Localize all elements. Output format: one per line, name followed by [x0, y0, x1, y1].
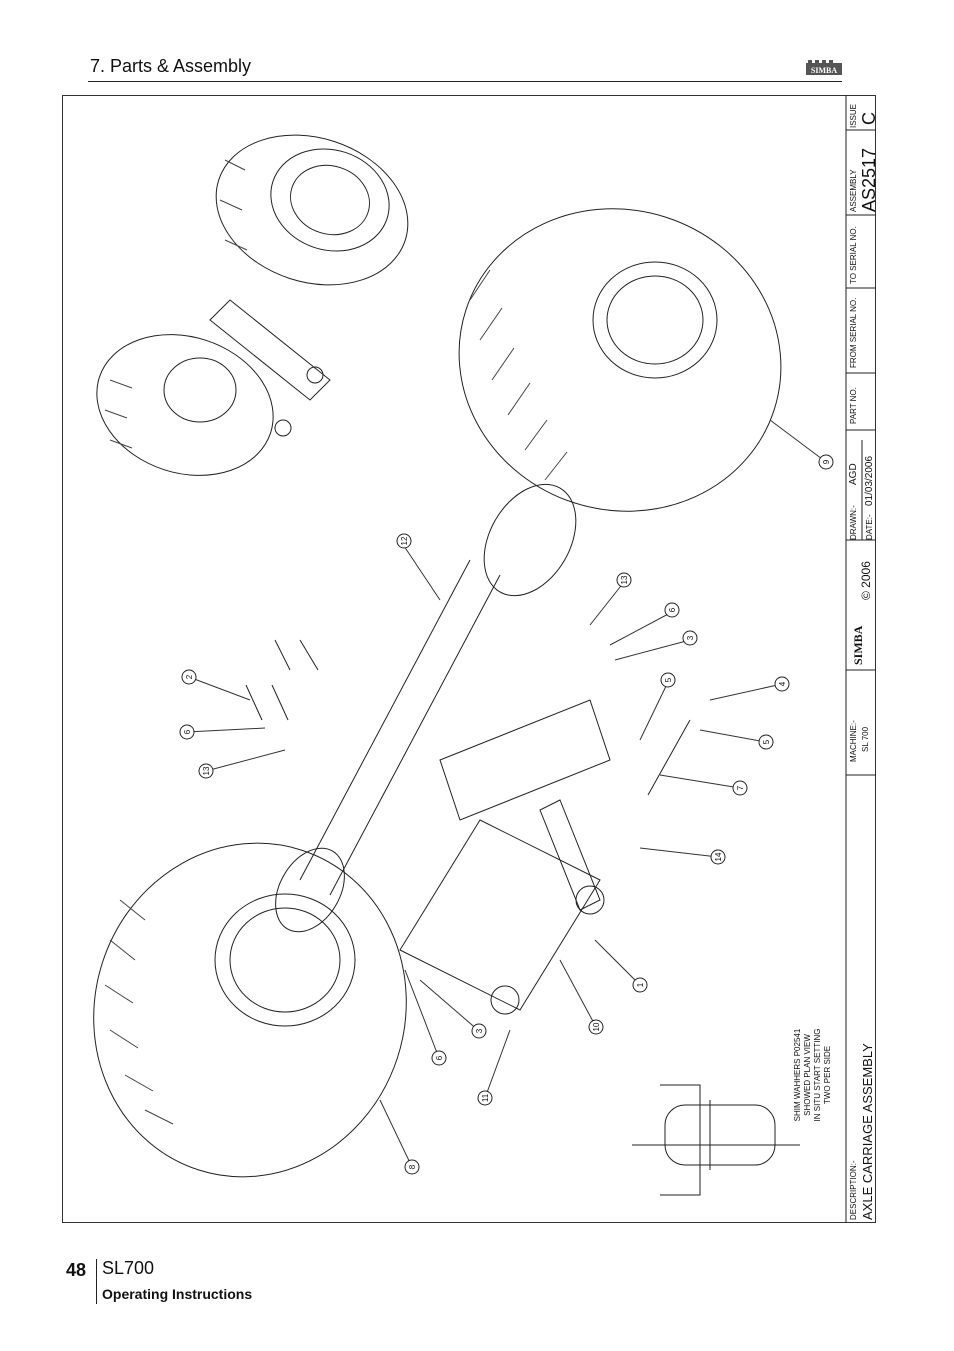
- header-rule: [88, 81, 842, 82]
- logo-text: SIMBA: [811, 66, 837, 75]
- copyright: © 2006: [859, 561, 873, 600]
- callout-11: 11: [481, 1093, 490, 1102]
- callout-12: 12: [400, 536, 409, 545]
- callout-6b: 6: [435, 1055, 444, 1060]
- callout-6: 6: [668, 607, 677, 612]
- description-label: DESCRIPTION:-: [849, 1160, 858, 1220]
- simba-logo: SIMBA: [806, 60, 842, 75]
- model-name: SL700: [102, 1258, 155, 1278]
- note-line-1: SHIM WAHHERS P02541: [793, 1028, 802, 1121]
- callout-circles: [179, 454, 834, 1175]
- callout-3b: 3: [475, 1028, 484, 1033]
- tread-pattern: [104, 159, 568, 1125]
- wheel-top: [215, 134, 409, 286]
- callout-6c: 6: [183, 729, 192, 734]
- callout-3: 3: [686, 635, 695, 640]
- callout-4: 4: [778, 681, 787, 686]
- footer-subtitle: Operating Instructions: [102, 1286, 253, 1302]
- leader-lines: [186, 419, 827, 1168]
- drawing-frame: [62, 95, 876, 1223]
- note-line-2: SHOWED PLAN VIEW: [803, 1034, 812, 1116]
- date-label: DATE:-: [865, 514, 874, 540]
- title-block-text: ISSUE C ASSEMBLY AS2517 TO SERIAL NO. FR…: [848, 104, 879, 1220]
- callout-9: 9: [822, 459, 831, 464]
- callout-1: 1: [636, 982, 645, 987]
- wheel-upper-left: [96, 334, 274, 476]
- callout-14: 14: [714, 852, 723, 861]
- description-value: AXLE CARRIAGE ASSEMBLY: [860, 1043, 875, 1220]
- note-line-4: TWO PER SIDE: [823, 1046, 832, 1104]
- plan-view-inset: [632, 1084, 800, 1196]
- title-logo: SIMBA: [851, 625, 865, 665]
- machine-value: SL 700: [861, 726, 870, 752]
- drawn-label: DRAWN:-: [849, 505, 858, 540]
- callout-13: 13: [620, 575, 629, 584]
- callout-5: 5: [664, 677, 673, 682]
- assembly-label: ASSEMBLY: [849, 169, 858, 212]
- to-serial-label: TO SERIAL NO.: [849, 226, 858, 284]
- chassis-frame: [399, 699, 611, 1015]
- callout-13b: 13: [202, 766, 211, 775]
- assembly-value: AS2517: [859, 148, 879, 212]
- callout-5b: 5: [762, 739, 771, 744]
- note-line-3: IN SITU START SETTING: [813, 1029, 822, 1122]
- bolts: [245, 639, 691, 796]
- from-serial-label: FROM SERIAL NO.: [849, 298, 858, 368]
- part-no-label: PART NO.: [849, 387, 858, 424]
- callout-2: 2: [185, 674, 194, 679]
- shim-note: SHIM WAHHERS P02541 SHOWED PLAN VIEW IN …: [793, 1028, 832, 1121]
- page-number: 48: [66, 1260, 87, 1280]
- drawn-value: AGD: [848, 463, 859, 485]
- callout-10: 10: [592, 1022, 601, 1031]
- date-value: 01/03/2006: [864, 456, 875, 506]
- issue-value: C: [859, 112, 879, 125]
- callout-8: 8: [408, 1164, 417, 1169]
- wheel-large-left: [93, 842, 407, 1178]
- axle-tube: [275, 483, 577, 933]
- upper-linkage: [209, 299, 331, 437]
- machine-label: MACHINE:-: [849, 720, 858, 762]
- footer-divider: [96, 1259, 97, 1304]
- title-block-lines: [845, 95, 876, 1223]
- callout-7: 7: [736, 785, 745, 790]
- wheel-large-right: [458, 208, 782, 512]
- callout-numbers: 9 12 13 6 3 4 5 5 7 14 1 10 3 6 11 8 2 6…: [183, 459, 831, 1169]
- section-title: 7. Parts & Assembly: [90, 56, 252, 76]
- issue-label: ISSUE: [849, 104, 858, 128]
